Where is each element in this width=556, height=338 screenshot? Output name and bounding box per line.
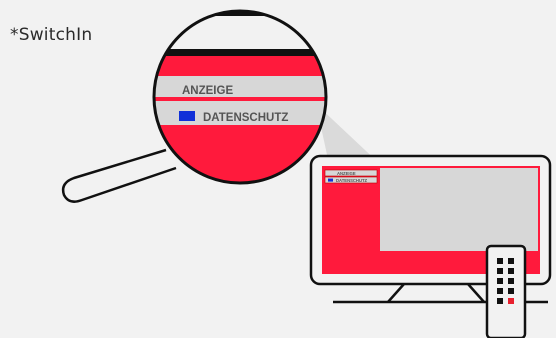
tv-menu-marker — [328, 179, 333, 182]
tv-menu-label-1: ANZEIGE — [337, 171, 356, 176]
lens-menu-marker — [179, 111, 195, 121]
tv-menu-label-2: DATENSCHUTZ — [336, 178, 368, 183]
lens-menu-label-1: ANZEIGE — [182, 85, 233, 97]
lens-menu-label-2: DATENSCHUTZ — [203, 112, 288, 124]
lens-menu-item-1 — [150, 76, 330, 98]
tv-content-panel — [380, 168, 538, 251]
magnifier-handle — [63, 150, 176, 202]
remote-control-icon — [487, 246, 525, 338]
magnifying-glass-icon: ANZEIGE DATENSCHUTZ — [150, 8, 330, 195]
remote-red-button — [508, 298, 514, 304]
